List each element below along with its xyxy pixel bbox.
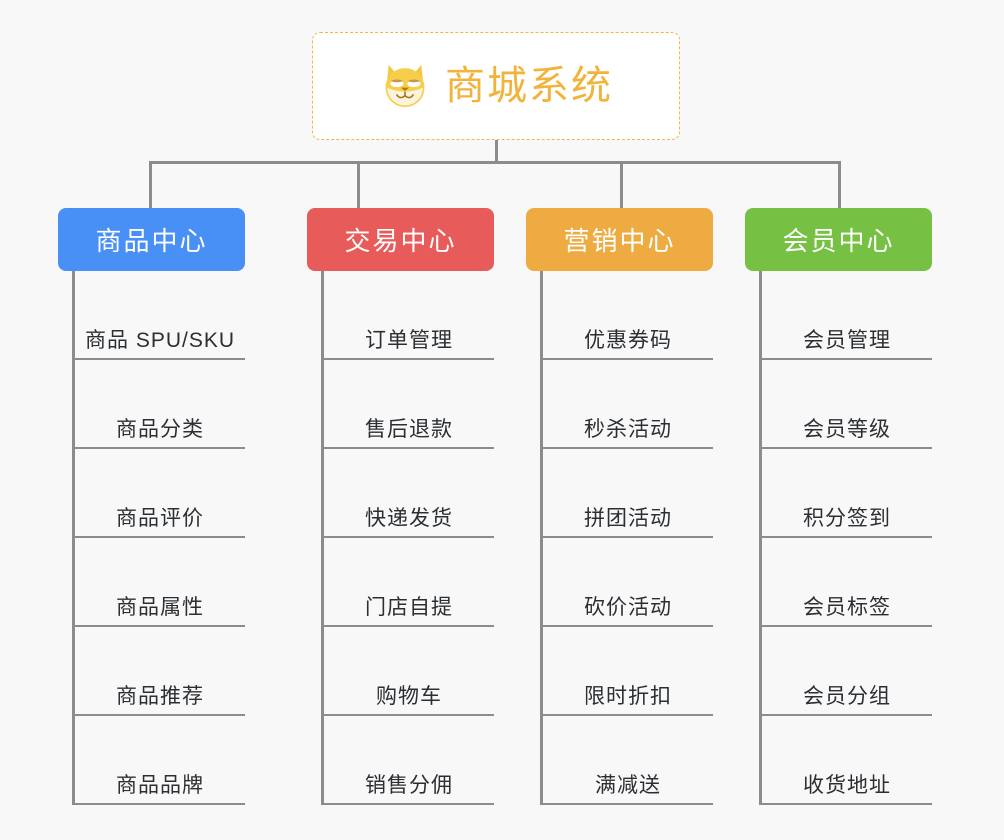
leaf-list: 商品 SPU/SKU 商品分类商品评价商品属性商品推荐商品品牌 — [72, 271, 245, 805]
connector-drop-2 — [357, 161, 360, 208]
connector-root-stem — [495, 140, 498, 162]
leaf-item[interactable]: 门店自提 — [324, 538, 494, 627]
leaf-item-label: 商品 SPU/SKU — [84, 329, 236, 352]
leaf-item-label: 销售分佣 — [365, 774, 453, 797]
leaf-list: 会员管理会员等级积分签到会员标签会员分组收货地址 — [759, 271, 932, 805]
category-column-4: 会员中心会员管理会员等级积分签到会员标签会员分组收货地址 — [745, 208, 932, 805]
leaf-item[interactable]: 砍价活动 — [543, 538, 713, 627]
leaf-item[interactable]: 会员标签 — [762, 538, 932, 627]
connector-drop-1 — [149, 161, 152, 208]
leaf-item-label: 商品分类 — [116, 418, 204, 441]
leaf-item[interactable]: 商品推荐 — [75, 627, 245, 716]
category-box[interactable]: 交易中心 — [307, 208, 494, 271]
leaf-item[interactable]: 商品品牌 — [75, 716, 245, 805]
leaf-item-label: 商品属性 — [116, 596, 204, 619]
leaf-item-label: 砍价活动 — [584, 596, 672, 619]
connector-drop-4 — [838, 161, 841, 208]
leaf-item[interactable]: 秒杀活动 — [543, 360, 713, 449]
leaf-item[interactable]: 商品评价 — [75, 449, 245, 538]
category-column-3: 营销中心优惠券码秒杀活动拼团活动砍价活动限时折扣满减送 — [526, 208, 713, 805]
leaf-list: 订单管理售后退款快递发货门店自提购物车销售分佣 — [321, 271, 494, 805]
leaf-item[interactable]: 会员分组 — [762, 627, 932, 716]
leaf-item[interactable]: 商品分类 — [75, 360, 245, 449]
connector-drop-3 — [620, 161, 623, 208]
leaf-item[interactable]: 商品属性 — [75, 538, 245, 627]
leaf-item-label: 会员等级 — [803, 418, 891, 441]
leaf-item[interactable]: 商品 SPU/SKU — [75, 271, 245, 360]
leaf-item-label: 订单管理 — [365, 329, 453, 352]
root-node-title: 商城系统 — [445, 64, 613, 108]
leaf-item[interactable]: 限时折扣 — [543, 627, 713, 716]
category-column-1: 商品中心商品 SPU/SKU 商品分类商品评价商品属性商品推荐商品品牌 — [58, 208, 245, 805]
leaf-item[interactable]: 购物车 — [324, 627, 494, 716]
leaf-list: 优惠券码秒杀活动拼团活动砍价活动限时折扣满减送 — [540, 271, 713, 805]
leaf-item-label: 商品推荐 — [116, 685, 204, 708]
leaf-item[interactable]: 快递发货 — [324, 449, 494, 538]
leaf-item-label: 快递发货 — [365, 507, 453, 530]
leaf-item-label: 购物车 — [376, 685, 442, 708]
leaf-item[interactable]: 收货地址 — [762, 716, 932, 805]
leaf-item-label: 商品品牌 — [116, 774, 204, 797]
leaf-item-label: 门店自提 — [365, 596, 453, 619]
leaf-item[interactable]: 会员等级 — [762, 360, 932, 449]
leaf-item-label: 优惠券码 — [584, 329, 672, 352]
shiba-dog-face-icon — [385, 64, 425, 108]
leaf-item-label: 会员标签 — [803, 596, 891, 619]
leaf-item-label: 会员管理 — [803, 329, 891, 352]
leaf-item[interactable]: 售后退款 — [324, 360, 494, 449]
leaf-item-label: 秒杀活动 — [584, 418, 672, 441]
leaf-item-label: 会员分组 — [803, 685, 891, 708]
leaf-item[interactable]: 会员管理 — [762, 271, 932, 360]
category-column-2: 交易中心订单管理售后退款快递发货门店自提购物车销售分佣 — [307, 208, 494, 805]
connector-horizontal-bus — [149, 161, 841, 164]
leaf-item[interactable]: 积分签到 — [762, 449, 932, 538]
leaf-item-label: 售后退款 — [365, 418, 453, 441]
leaf-item-label: 积分签到 — [803, 507, 891, 530]
category-box[interactable]: 营销中心 — [526, 208, 713, 271]
category-box[interactable]: 会员中心 — [745, 208, 932, 271]
root-node-mall-system[interactable]: 商城系统 — [312, 32, 680, 140]
leaf-item[interactable]: 满减送 — [543, 716, 713, 805]
leaf-item-label: 满减送 — [595, 774, 661, 797]
leaf-item[interactable]: 优惠券码 — [543, 271, 713, 360]
leaf-item-label: 限时折扣 — [584, 685, 672, 708]
leaf-item-label: 商品评价 — [116, 507, 204, 530]
leaf-item[interactable]: 拼团活动 — [543, 449, 713, 538]
leaf-item[interactable]: 销售分佣 — [324, 716, 494, 805]
leaf-item[interactable]: 订单管理 — [324, 271, 494, 360]
category-box[interactable]: 商品中心 — [58, 208, 245, 271]
leaf-item-label: 收货地址 — [803, 774, 891, 797]
leaf-item-label: 拼团活动 — [584, 507, 672, 530]
